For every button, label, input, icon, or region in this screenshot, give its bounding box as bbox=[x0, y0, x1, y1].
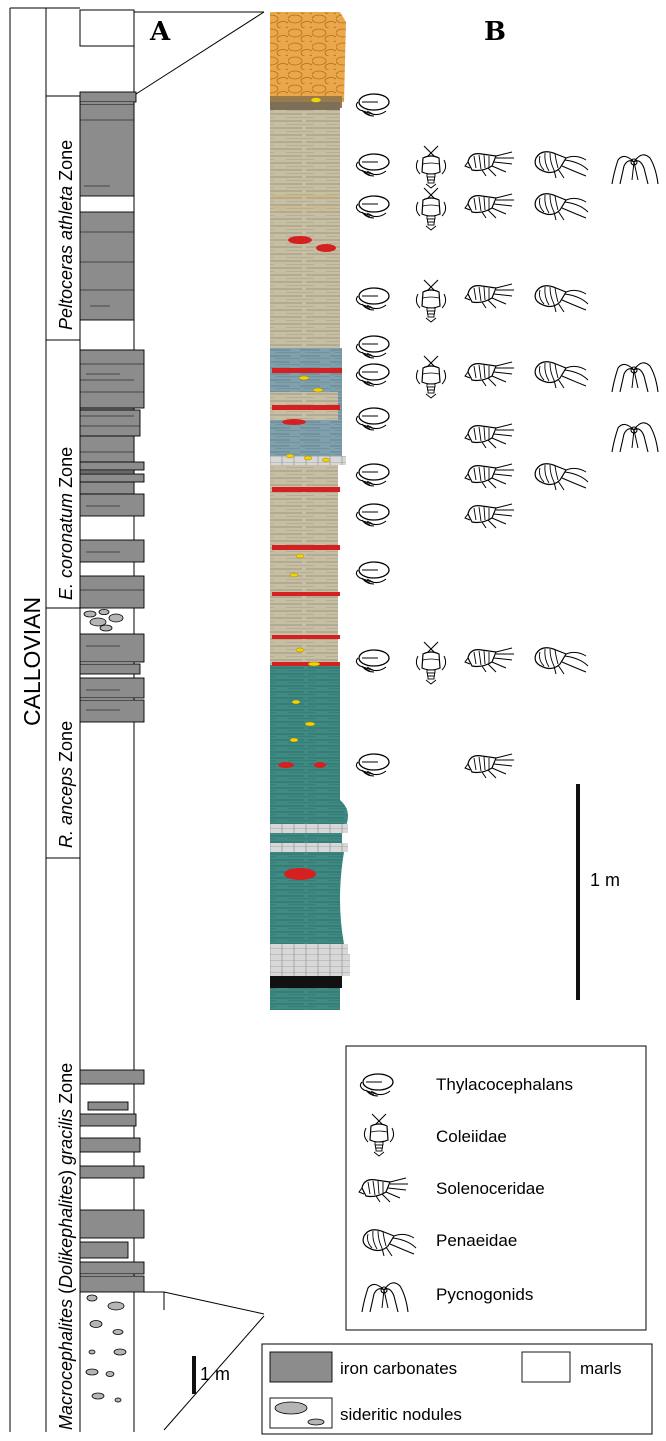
thylacocephalan-icon bbox=[356, 288, 389, 310]
zone-athleta: Peltoceras athleta Zone bbox=[56, 140, 76, 330]
thylacocephalan-icon bbox=[356, 336, 389, 358]
pycnogonid-icon bbox=[612, 155, 658, 184]
coleiid-icon bbox=[416, 356, 445, 398]
panel-label-a: A bbox=[149, 17, 171, 47]
section-b-column bbox=[270, 12, 350, 1010]
thylacocephalan-icon bbox=[356, 154, 389, 176]
penaeid-icon bbox=[535, 286, 588, 312]
legend-iron-carbonates: iron carbonates bbox=[340, 1359, 457, 1378]
zone-coronatum: E. coronatum Zone bbox=[56, 447, 76, 600]
legend-thylacocephalans: Thylacocephalans bbox=[436, 1075, 573, 1094]
solenocerid-icon bbox=[465, 464, 514, 488]
thylacocephalan-icon bbox=[356, 504, 389, 526]
thylacocephalan-icon bbox=[356, 754, 389, 776]
legend-penaeidae: Penaeidae bbox=[436, 1231, 517, 1250]
coleiid-icon bbox=[416, 188, 445, 230]
fossil-occurrence-grid bbox=[356, 94, 658, 490]
solenocerid-icon bbox=[465, 504, 514, 528]
legend-pycnogonids: Pycnogonids bbox=[436, 1285, 533, 1304]
solenocerid-icon bbox=[465, 648, 514, 672]
fossil-occurrence-grid-lower bbox=[356, 336, 588, 778]
thylacocephalan-icon bbox=[356, 364, 389, 386]
stage-label: CALLOVIAN bbox=[19, 597, 45, 726]
thylacocephalan-icon bbox=[356, 650, 389, 672]
scale-bar-b bbox=[576, 784, 580, 1000]
thylacocephalan-icon bbox=[356, 408, 389, 430]
scale-label-b: 1 m bbox=[590, 870, 620, 890]
solenocerid-icon bbox=[465, 284, 514, 308]
legend-coleiidae: Coleiidae bbox=[436, 1127, 507, 1146]
scale-label-a: 1 m bbox=[200, 1364, 230, 1384]
thylacocephalan-icon bbox=[356, 562, 389, 584]
zone-anceps: R. anceps Zone bbox=[56, 721, 76, 848]
thylacocephalan-icon bbox=[356, 94, 389, 116]
legend-sideritic-nodules: sideritic nodules bbox=[340, 1405, 462, 1424]
thylacocephalan-icon bbox=[356, 196, 389, 218]
thylacocephalan-icon bbox=[356, 464, 389, 486]
scale-bar-a bbox=[192, 1356, 196, 1394]
correlation-lines bbox=[134, 12, 264, 1430]
penaeid-icon bbox=[535, 194, 588, 220]
coleiid-icon bbox=[416, 146, 445, 188]
zone-gracilis: Macrocephalites (Dolikephalites) gracili… bbox=[56, 1063, 76, 1430]
solenocerid-icon bbox=[465, 754, 514, 778]
penaeid-icon bbox=[535, 648, 588, 674]
penaeid-icon bbox=[535, 152, 588, 178]
legend-solenoceridae: Solenoceridae bbox=[436, 1179, 545, 1198]
penaeid-icon bbox=[535, 362, 588, 388]
pycnogonid-icon bbox=[612, 363, 658, 392]
solenocerid-icon bbox=[465, 194, 514, 218]
panel-label-b: B bbox=[484, 17, 506, 47]
legend-marls: marls bbox=[580, 1359, 622, 1378]
solenocerid-icon bbox=[465, 362, 514, 386]
iron-carbonates-swatch bbox=[270, 1352, 332, 1382]
marls-swatch bbox=[522, 1352, 570, 1382]
coleiid-icon bbox=[416, 280, 445, 322]
coleiid-icon bbox=[416, 642, 445, 684]
penaeid-icon bbox=[535, 464, 588, 490]
solenocerid-icon bbox=[465, 424, 514, 448]
solenocerid-icon bbox=[465, 152, 514, 176]
pycnogonid-icon bbox=[612, 423, 658, 452]
